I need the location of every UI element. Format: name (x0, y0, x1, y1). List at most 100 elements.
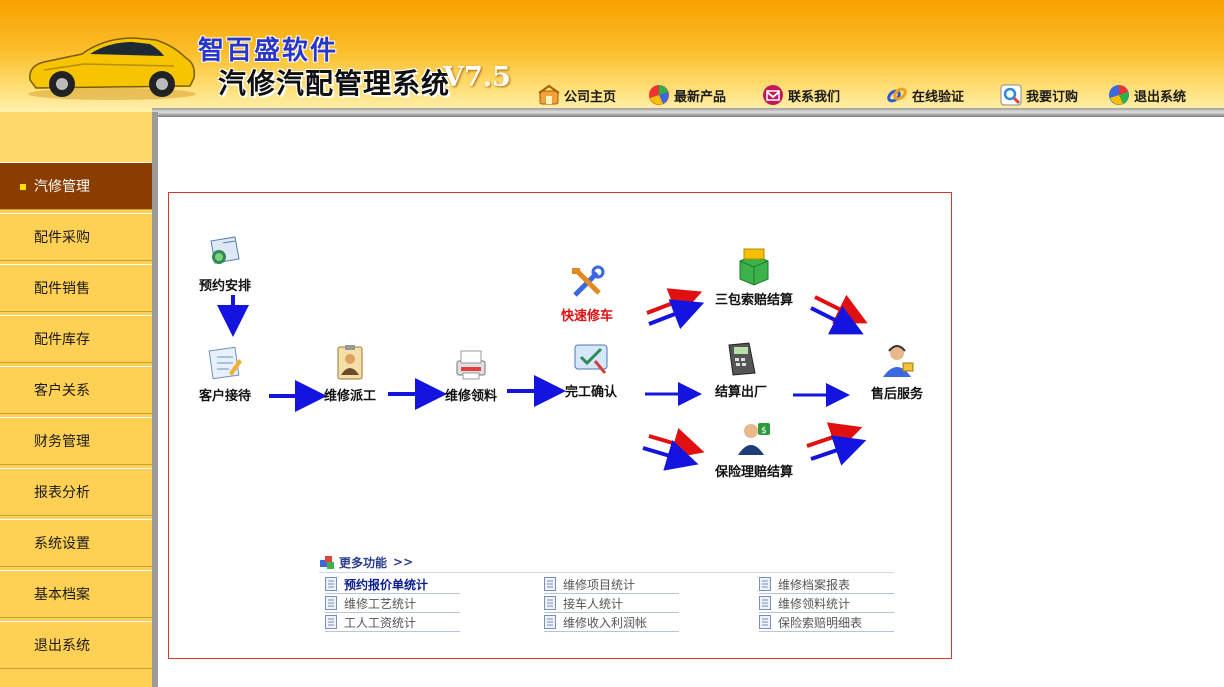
sidebar-item-label: 退出系统 (34, 638, 90, 654)
link-quote-stats[interactable]: 预约报价单统计 (325, 575, 460, 594)
sidebar-item-label: 配件销售 (34, 281, 90, 297)
flow-node-dispatch[interactable]: 维修派工 (324, 343, 376, 404)
arrow-insurance-to-aftersales-blue (810, 435, 867, 466)
sidebar-item-label: 财务管理 (34, 434, 90, 450)
sidebar-item-label: 报表分析 (34, 485, 90, 501)
nav-home[interactable]: 公司主页 (538, 82, 616, 108)
link-label: 维修项目统计 (563, 577, 636, 592)
link-label: 预约报价单统计 (344, 577, 429, 592)
more-functions-header[interactable]: 更多功能 >> (319, 553, 413, 571)
flow-node-completion[interactable]: 完工确认 (565, 339, 617, 400)
appointment-icon (210, 236, 240, 264)
document-icon (325, 577, 337, 591)
sidebar-item-customer-relations[interactable]: 客户关系 (0, 366, 152, 414)
app-header: 智百盛软件 汽修汽配管理系统 V7.5 公司主页 最新产品 联系我们 在线验证 … (0, 0, 1224, 112)
sidebar-item-label: 基本档案 (34, 587, 90, 603)
link-label: 维修档案报表 (778, 577, 851, 592)
link-insurance-claim-detail[interactable]: 保险索赔明细表 (759, 613, 894, 632)
document-icon (325, 596, 337, 610)
home-icon (538, 84, 560, 105)
flow-node-after-sales[interactable]: 售后服务 (871, 341, 923, 402)
product-icon (649, 85, 669, 105)
link-craft-stats[interactable]: 维修工艺统计 (325, 594, 460, 613)
appointment-label: 预约安排 (199, 279, 252, 294)
link-label: 接车人统计 (563, 596, 624, 611)
document-icon (544, 596, 556, 610)
cubes-icon (320, 556, 334, 569)
nav-exit-label: 退出系统 (1134, 89, 1187, 105)
flow-node-checkout[interactable]: 结算出厂 (715, 339, 767, 400)
flow-node-quick-repair[interactable]: 快速修车 (561, 263, 613, 324)
nav-order-label: 我要订购 (1026, 89, 1079, 105)
after-sales-icon (883, 345, 914, 377)
sidebar-item-settings[interactable]: 系统设置 (0, 519, 152, 567)
flow-node-reception[interactable]: 客户接待 (199, 343, 251, 404)
link-repair-archive-report[interactable]: 维修档案报表 (759, 575, 894, 594)
link-receiver-stats[interactable]: 接车人统计 (544, 594, 679, 613)
document-icon (759, 615, 771, 629)
nav-home-label: 公司主页 (564, 89, 617, 105)
warranty-box-icon (739, 248, 769, 286)
sports-car-logo (28, 37, 196, 100)
active-bullet-icon (20, 184, 26, 190)
sidebar-item-label: 客户关系 (34, 383, 90, 399)
parts-pickup-label: 维修领料 (445, 389, 498, 404)
sidebar-item-parts-purchase[interactable]: 配件采购 (0, 213, 152, 261)
link-label: 保险索赔明细表 (778, 615, 863, 630)
nav-products[interactable]: 最新产品 (648, 82, 726, 108)
sidebar-item-base-records[interactable]: 基本档案 (0, 570, 152, 618)
version-label: V7.5 (443, 62, 511, 93)
exit-icon (1109, 85, 1129, 105)
flow-node-warranty-claim[interactable]: 三包索赔结算 (715, 247, 793, 308)
arrow-insurance-to-aftersales-red (806, 422, 863, 453)
order-icon (1000, 84, 1022, 106)
sidebar-item-label: 配件采购 (34, 230, 90, 246)
sidebar-item-parts-sales[interactable]: 配件销售 (0, 264, 152, 312)
sidebar-item-reports[interactable]: 报表分析 (0, 468, 152, 516)
nav-verify-label: 在线验证 (912, 89, 965, 105)
flow-node-insurance-claim[interactable]: $ 保险理赔结算 (715, 419, 793, 480)
arrow-completion-to-warranty-blue (648, 299, 705, 330)
sidebar-top-spacer (0, 112, 152, 162)
sidebar-item-exit[interactable]: 退出系统 (0, 621, 152, 669)
link-repair-item-stats[interactable]: 维修项目统计 (544, 575, 679, 594)
brand-name: 智百盛软件 (198, 36, 339, 66)
sidebar-item-parts-inventory[interactable]: 配件库存 (0, 315, 152, 363)
sidebar: 汽修管理 配件采购 配件销售 配件库存 客户关系 财务管理 报表分析 系统设置 … (0, 112, 158, 687)
link-label: 工人工资统计 (344, 615, 417, 630)
workflow-panel: 预约安排 客户接待 维修派工 维修领料 快速修车 完工确认 三包索赔结算 结算出… (168, 192, 952, 659)
completion-label: 完工确认 (565, 385, 618, 400)
header-divider (152, 108, 1224, 117)
dispatch-icon (337, 345, 363, 380)
verify-icon (887, 87, 907, 103)
checkout-label: 结算出厂 (715, 385, 768, 400)
link-label: 维修收入利润帐 (563, 615, 648, 630)
nav-contact[interactable]: 联系我们 (762, 82, 840, 108)
sidebar-item-repair-management[interactable]: 汽修管理 (0, 162, 152, 210)
sidebar-item-label: 配件库存 (34, 332, 90, 348)
flow-node-appointment[interactable]: 预约安排 (199, 233, 251, 294)
flow-node-parts-pickup[interactable]: 维修领料 (445, 343, 497, 404)
document-icon (544, 615, 556, 629)
sidebar-item-finance[interactable]: 财务管理 (0, 417, 152, 465)
arrow-completion-to-warranty-red (646, 288, 703, 319)
warranty-claim-label: 三包索赔结算 (715, 293, 794, 308)
product-name: 汽修汽配管理系统 (218, 67, 451, 100)
arrow-warranty-to-aftersales-blue (810, 305, 864, 335)
more-functions-title: 更多功能 (339, 555, 388, 570)
insurance-agent-icon: $ (738, 423, 770, 455)
link-income-profit[interactable]: 维修收入利润帐 (544, 613, 679, 632)
svg-text:$: $ (761, 426, 767, 436)
arrow-warranty-to-aftersales-red (814, 294, 868, 324)
nav-verify[interactable]: 在线验证 (886, 82, 964, 108)
pos-terminal-icon (728, 342, 756, 376)
link-wage-stats[interactable]: 工人工资统计 (325, 613, 460, 632)
insurance-claim-label: 保险理赔结算 (715, 465, 794, 480)
document-icon (544, 577, 556, 591)
reception-icon (208, 346, 242, 380)
contact-icon (763, 85, 783, 105)
tools-icon (572, 265, 605, 297)
nav-exit[interactable]: 退出系统 (1108, 82, 1186, 108)
nav-order[interactable]: 我要订购 (1000, 82, 1078, 108)
link-parts-pickup-stats[interactable]: 维修领料统计 (759, 594, 894, 613)
